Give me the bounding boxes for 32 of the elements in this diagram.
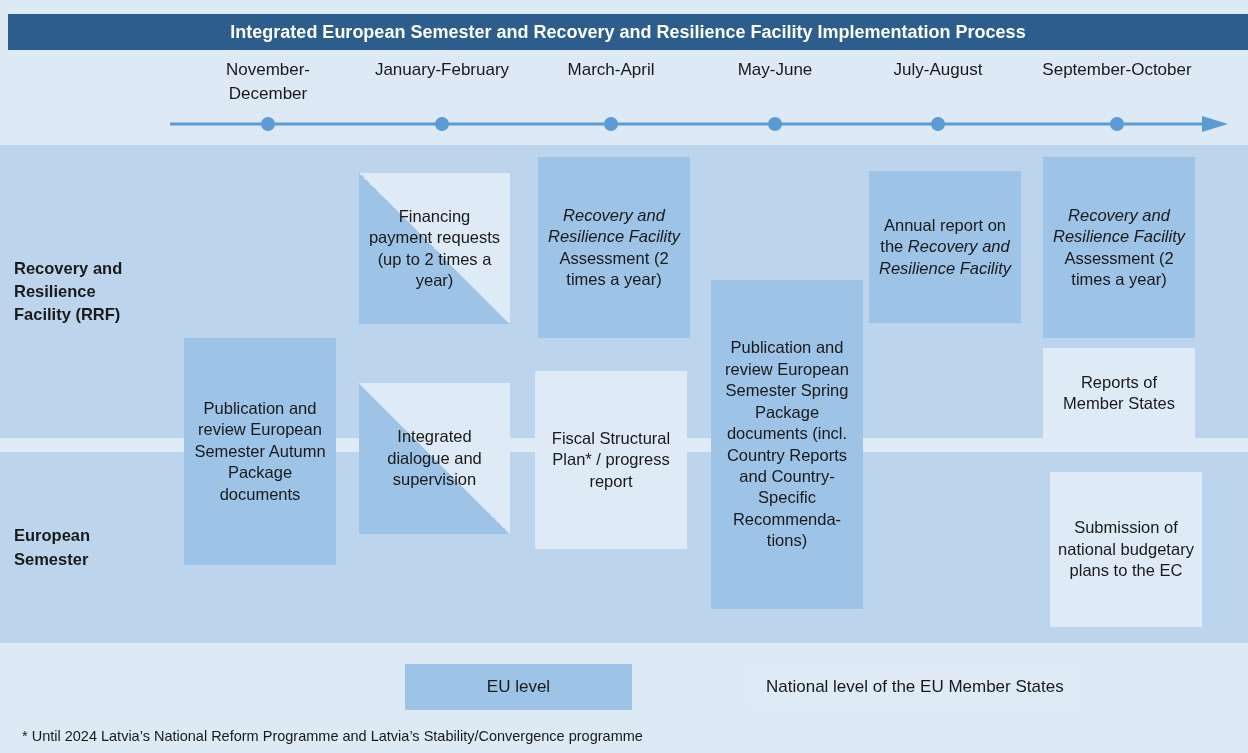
shared-level-box: [359, 383, 510, 534]
eu-level-box: [711, 280, 863, 609]
national-level-box: [535, 371, 687, 549]
row-label: Recovery and Resilience Facility (RRF): [14, 257, 124, 326]
row-label: European Semester: [14, 525, 92, 570]
box-text: Recovery and Resilience Facility Assessment (2 times a year): [546, 204, 682, 290]
box-text: Publication and review European Semester Spring Package documents (incl. Country Reports and Country-Specific Recommenda-tions): [724, 337, 850, 552]
month-label: November-December: [224, 59, 312, 105]
month-label: March-April: [566, 59, 656, 81]
month-label: July-August: [892, 59, 984, 81]
eu-level-box: [184, 338, 336, 565]
legend-text: EU level: [486, 677, 551, 697]
month-label: May-June: [736, 59, 814, 81]
legend-text: National level of the EU Member States: [766, 677, 1064, 697]
box-text: Reports of Member States: [1062, 371, 1176, 414]
national-level-box: [1050, 472, 1202, 627]
box-text: Financing payment requests (up to 2 times a year): [367, 205, 502, 291]
box-text: Submission of national budgetary plans to the EC: [1057, 517, 1195, 582]
month-label: September-October: [1041, 59, 1193, 81]
title: Integrated European Semester and Recovery and Resilience Facility Implementation Process: [229, 21, 1027, 44]
footnote: * Until 2024 Latvia’s National Reform Programme and Latvia’s Stability/Convergence programme: [22, 728, 643, 744]
month-label: January-February: [373, 59, 511, 81]
box-text: Publication and review European Semester Autumn Package documents: [193, 397, 327, 505]
box-text: Fiscal Structural Plan* / progress report: [550, 427, 672, 492]
shared-level-box: [359, 173, 510, 324]
box-text: Recovery and Resilience Facility Assessment (2 times a year): [1051, 204, 1187, 290]
eu-level-box: [869, 171, 1021, 323]
box-text: Integrated dialogue and supervision: [386, 426, 483, 491]
national-level-box: [1043, 348, 1195, 438]
eu-level-box: [538, 157, 690, 338]
box-text: Annual report on the Recovery and Resilience Facility: [877, 214, 1013, 279]
eu-level-box: [1043, 157, 1195, 338]
